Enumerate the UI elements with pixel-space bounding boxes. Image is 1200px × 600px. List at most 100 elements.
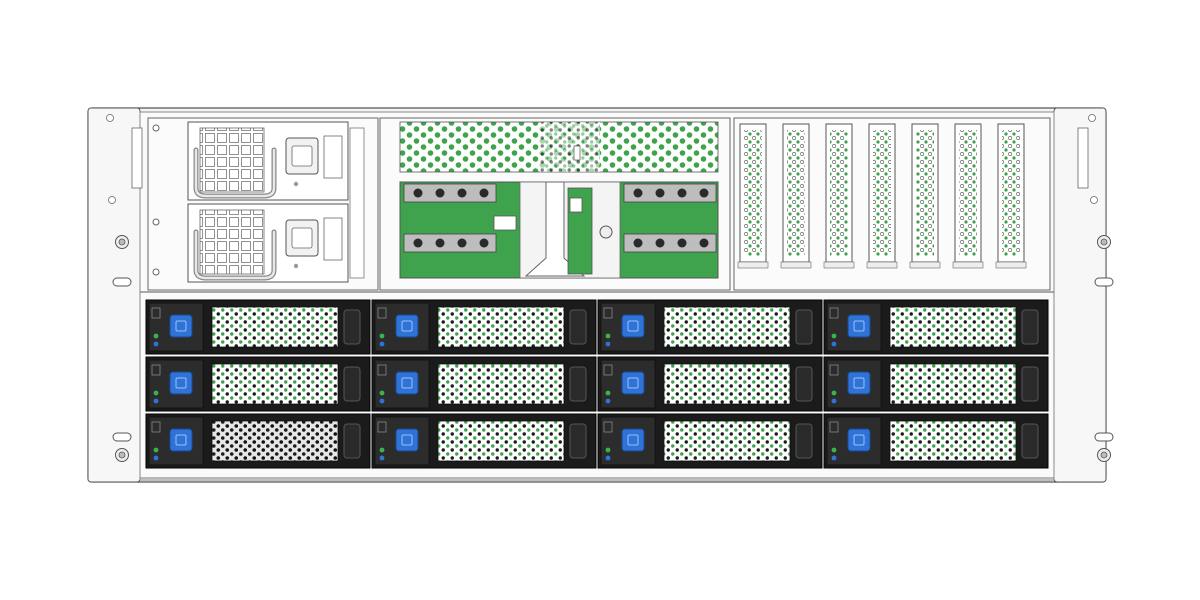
drive-status-led: [605, 341, 611, 347]
connector-port-3: [457, 188, 467, 198]
center-screw: [599, 225, 613, 239]
drive-vent-grille: [211, 420, 339, 462]
drive-label-icon: [377, 421, 387, 433]
psu-handle-highlight: [194, 148, 276, 198]
pcie-slot-cover-2: [780, 123, 812, 269]
left-ear-slot-bottom: [112, 432, 132, 442]
drive-label-icon: [603, 364, 613, 376]
drive-activity-led: [379, 447, 385, 453]
drive-vent-grille: [437, 306, 565, 348]
drive-vent-grille: [889, 306, 1017, 348]
connector-port-4: [699, 238, 709, 248]
connector-module-4: [623, 233, 717, 253]
pcie-slot-perforation: [916, 130, 934, 256]
hard-drive-carrier-r1c2: [371, 299, 597, 355]
drive-activity-led: [831, 447, 837, 453]
pcie-slot-tab: [780, 261, 812, 269]
drive-label-icon: [151, 364, 161, 376]
connector-port-1: [633, 238, 643, 248]
drive-activity-led: [831, 333, 837, 339]
pcie-slot-cover-6: [952, 123, 984, 269]
psu-screw-ml: [152, 218, 160, 226]
pcie-slot-perforation: [830, 130, 848, 256]
drive-handle-icon: [795, 423, 813, 459]
hard-drive-carrier-r1c1: [145, 299, 371, 355]
drive-release-button-inner: [627, 320, 639, 332]
drive-release-button-inner: [175, 377, 187, 389]
left-ear-screw-bottom: [115, 448, 129, 462]
drive-status-led: [379, 455, 385, 461]
psu-latch: [323, 135, 343, 179]
drive-vent-grille: [889, 420, 1017, 462]
drive-release-button-icon: [847, 428, 871, 452]
drive-handle-icon: [1021, 366, 1039, 402]
psu-area: [147, 117, 379, 291]
pcie-slot-perforation: [744, 130, 762, 256]
drive-release-button-inner: [175, 320, 187, 332]
drive-status-led: [379, 341, 385, 347]
drive-status-led: [605, 398, 611, 404]
connector-port-1: [633, 188, 643, 198]
drive-vent-grille: [211, 363, 339, 405]
drive-handle-icon: [795, 366, 813, 402]
drive-activity-led: [379, 390, 385, 396]
drive-release-button-icon: [169, 371, 193, 395]
drive-label-icon: [377, 307, 387, 319]
drive-vent-grille: [663, 306, 791, 348]
right-ear-slot-bottom: [1094, 432, 1114, 442]
right-ear-slot-top: [1094, 277, 1114, 287]
connector-strip: [403, 183, 497, 203]
drive-status-led: [379, 398, 385, 404]
right-ear-screw-top: [1097, 235, 1111, 249]
drive-release-button-inner: [853, 320, 865, 332]
pcie-slot-tab: [952, 261, 984, 269]
drive-label-icon: [151, 307, 161, 319]
psu-screw-tl: [152, 124, 160, 132]
drive-status-led: [831, 398, 837, 404]
right-ear-screw-bottom: [1097, 448, 1111, 462]
pcie-slot-cover-1: [737, 123, 769, 269]
hard-drive-carrier-r3c4: [823, 413, 1049, 469]
pcie-slot-tab: [866, 261, 898, 269]
hard-drive-carrier-r1c3: [597, 299, 823, 355]
drive-activity-led: [831, 390, 837, 396]
drive-handle-icon: [343, 309, 361, 345]
connector-port-2: [655, 238, 665, 248]
pcie-slot-cover-3: [823, 123, 855, 269]
connector-port-3: [677, 188, 687, 198]
psu-latch: [323, 217, 343, 261]
drive-handle-icon: [795, 309, 813, 345]
connector-port-4: [479, 188, 489, 198]
drive-release-button-icon: [395, 371, 419, 395]
hard-drive-carrier-r2c1: [145, 356, 371, 412]
drive-release-button-icon: [169, 428, 193, 452]
drive-bay-area: [145, 299, 1049, 469]
left-ear-handle: [131, 127, 143, 189]
drive-release-button-icon: [621, 371, 645, 395]
drive-label-icon: [151, 421, 161, 433]
hard-drive-carrier-r3c1: [145, 413, 371, 469]
drive-activity-led: [605, 447, 611, 453]
psu-status-led: [293, 181, 299, 187]
power-inlet-socket: [291, 145, 313, 167]
drive-activity-led: [605, 333, 611, 339]
drive-vent-grille: [211, 306, 339, 348]
fan-grille-center: [540, 122, 600, 172]
drive-handle-icon: [343, 423, 361, 459]
hard-drive-carrier-r2c3: [597, 356, 823, 412]
drive-label-icon: [603, 307, 613, 319]
drive-handle-icon: [343, 366, 361, 402]
pcie-slot-cover-4: [866, 123, 898, 269]
pcie-slot-tab: [823, 261, 855, 269]
hard-drive-carrier-r3c2: [371, 413, 597, 469]
left-ear-slot-top: [112, 277, 132, 287]
connector-strip: [623, 233, 717, 253]
connector-strip: [623, 183, 717, 203]
drive-status-led: [153, 455, 159, 461]
psu-status-led: [293, 263, 299, 269]
fan-grille-latch: [573, 145, 581, 161]
drive-release-button-inner: [401, 320, 413, 332]
left-ear-screw-top-head: [118, 238, 126, 246]
